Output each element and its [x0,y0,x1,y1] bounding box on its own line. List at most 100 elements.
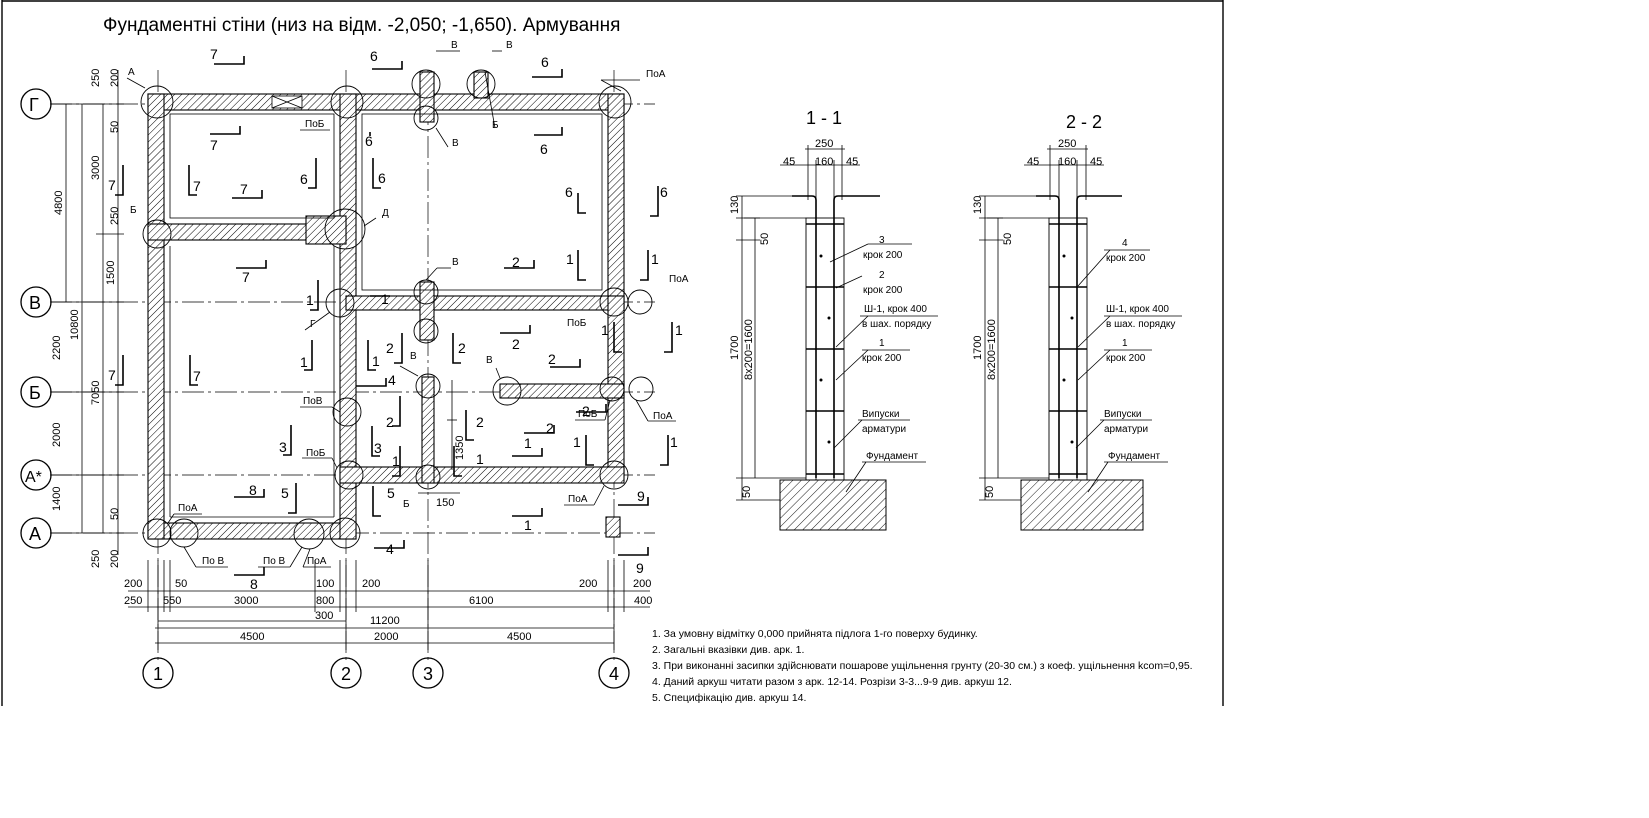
axis-label-col: 3 [423,664,433,684]
dim-label: 1700 [729,336,741,360]
cut-label: 4 [388,372,396,388]
inner-lines [169,113,603,518]
cut-label: 2 [546,420,554,436]
rebar-callout: Випуски [862,409,900,420]
section-title: 1 - 1 [806,108,842,128]
node-label: ПоВ [303,396,323,407]
node-label: ПоА [307,556,327,567]
cut-label: 1 [601,322,609,338]
node-label: ПоБ [305,119,325,130]
cut-label: 6 [365,133,373,149]
axis-label-row: А* [25,469,42,486]
row-axis-bubbles: Г В Б А* А [20,88,96,549]
axis-label-row: В [29,293,41,313]
dim-label: 160 [1058,156,1076,168]
dim-label: 200 [633,578,651,590]
rebar-callout: в шах. порядку [862,319,931,330]
node-label: В [410,351,417,362]
dim-label: 200 [109,550,121,568]
foundation-plan: А ПоА ПоБ В В В Б Б Д В ПоА ПоБ Г В В По… [20,40,689,689]
dim-label: 11200 [370,615,400,627]
cut-label: 4 [386,541,394,557]
cut-label: 1 [392,453,400,469]
cut-label: 9 [637,488,645,504]
dim-label: 1350 [454,436,466,460]
axis-label-row: Б [29,383,41,403]
axis-label-row: А [29,524,41,544]
node-label: ПоБ [578,409,598,420]
dim-label: 250 [109,207,121,225]
note-line: 2. Загальні вказівки див. арк. 1. [652,644,804,656]
dim-label: 130 [972,196,984,214]
cut-label: 6 [300,171,308,187]
node-label: ПоА [568,494,588,505]
dim-label: 250 [90,69,102,87]
page-title: Фундаментні стіни (низ на відм. -2,050; … [103,15,620,36]
cut-label: 2 [386,414,394,430]
column-axis-bubbles: 1 2 3 4 [142,657,630,689]
cut-label: 6 [370,48,378,64]
dim-label: 300 [315,610,333,622]
cut-label: 1 [524,517,532,533]
cut-label: 7 [193,368,201,384]
dim-label: 800 [316,595,334,607]
dim-label: 250 [1058,138,1076,150]
cut-label: 1 [381,291,389,307]
cut-label: 2 [548,351,556,367]
foundation-block [779,479,887,531]
node-label: В [452,138,459,149]
node-label: А [128,67,135,78]
dim-label: 4500 [240,631,264,643]
dim-label: 45 [1090,156,1102,168]
dim-label: 250 [815,138,833,150]
dim-label: 2000 [51,423,63,447]
left-dims: 4800 10800 3000 1500 2200 7050 2000 1400… [51,69,124,568]
cut-label: 2 [582,403,590,419]
bottom-dims: 200 50 100 200 200 200 250 550 3000 800 … [124,560,652,650]
dim-label: 50 [175,578,187,590]
dim-label: 3000 [90,156,102,180]
dim-label: 200 [579,578,597,590]
cut-label: 7 [242,269,250,285]
dim-label: 10800 [69,309,81,340]
dim-label: 45 [846,156,858,168]
dim-label: 50 [741,486,753,498]
note-line: 1. За умовну відмітку 0,000 прийнята під… [652,628,978,640]
node-label: В [486,355,493,366]
dim-label: 6100 [469,595,493,607]
node-label: Б [130,205,137,216]
section-title: 2 - 2 [1066,112,1102,132]
cut-label: 6 [540,141,548,157]
rebar-callout: 3 [879,235,885,246]
cut-label: 2 [512,336,520,352]
rebar-callout: крок 200 [1106,353,1146,364]
dim-label: 7050 [90,381,102,405]
cut-label: 6 [541,54,549,70]
cut-label: 3 [374,440,382,456]
cut-label: 2 [512,254,520,270]
cut-label: 6 [565,184,573,200]
dim-label: 250 [90,550,102,568]
foundation-block [1020,479,1144,531]
internal-dims: 1350 150 [418,380,466,509]
node-label: Б [403,499,410,510]
node-labels: А ПоА ПоБ В В В Б Б Д В ПоА ПоБ Г В В По… [126,40,689,568]
node-label: ПоА [669,274,689,285]
cut-label: 8 [249,482,257,498]
axis-label-col: 2 [341,664,351,684]
rebar-callout: крок 200 [863,285,903,296]
dim-label: 400 [634,595,652,607]
rebar-callout: 4 [1122,238,1128,249]
dim-label: 4800 [53,191,65,215]
rebar-callout: 1 [879,338,885,349]
cut-label: 1 [651,251,659,267]
cut-label: 2 [386,340,394,356]
cut-label: 7 [108,177,116,193]
dim-label: 250 [124,595,142,607]
section-2-2: 2 - 2 250 45 160 45 [972,112,1182,531]
node-label: В [451,40,458,51]
dim-label: 45 [783,156,795,168]
dim-label: 3000 [234,595,258,607]
dim-label: 50 [759,233,771,245]
dim-label: 1700 [972,336,984,360]
